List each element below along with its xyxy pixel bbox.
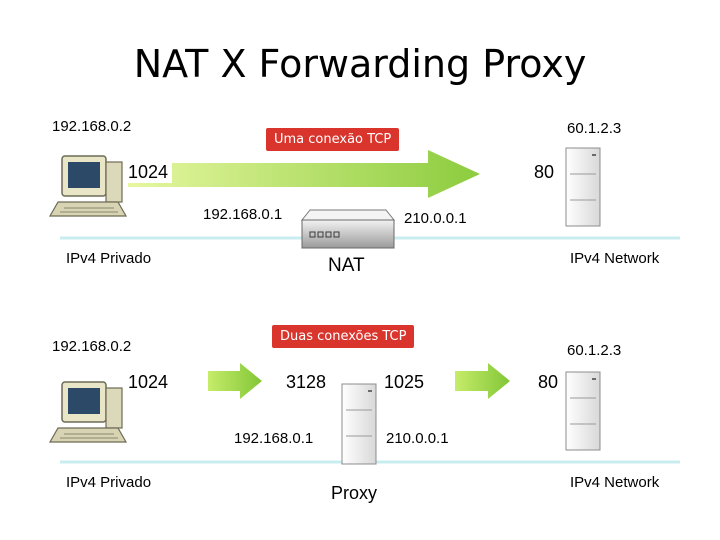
proxy-device-label: Proxy (331, 483, 378, 503)
proxy-callout: Duas conexões TCP (272, 325, 415, 348)
nat-device-label: NAT (328, 255, 365, 276)
proxy-device-icon (341, 383, 377, 465)
nat-device-icon (300, 209, 396, 249)
proxy-server-icon (565, 371, 601, 451)
proxy-outer-port: 1025 (380, 372, 429, 393)
nat-client-computer-icon (48, 155, 128, 217)
proxy-server-ip: 60.1.2.3 (567, 342, 622, 359)
nat-left-network: IPv4 Privado (66, 250, 152, 267)
proxy-server-port: 80 (534, 372, 563, 393)
nat-server-ip: 60.1.2.3 (567, 120, 622, 137)
proxy-to-server-arrow (455, 363, 510, 399)
nat-outer-ip: 210.0.0.1 (404, 210, 467, 227)
page-title: NAT X Forwarding Proxy (133, 42, 587, 86)
nat-client-port: 1024 (124, 162, 173, 183)
proxy-inner-port: 3128 (282, 372, 331, 393)
nat-right-network: IPv4 Network (570, 250, 660, 267)
proxy-outer-ip: 210.0.0.1 (386, 430, 449, 447)
proxy-client-ip: 192.168.0.2 (52, 338, 132, 355)
proxy-client-port: 1024 (124, 372, 173, 393)
proxy-inner-ip: 192.168.0.1 (234, 430, 314, 447)
nat-callout: Uma conexão TCP (266, 128, 400, 151)
nat-client-ip: 192.168.0.2 (52, 118, 132, 135)
nat-server-icon (565, 147, 601, 227)
proxy-left-network: IPv4 Privado (66, 474, 152, 491)
client-to-proxy-arrow (208, 363, 262, 399)
tcp-connection-arrow (128, 150, 480, 198)
nat-inner-ip: 192.168.0.1 (203, 206, 283, 223)
nat-server-port: 80 (530, 162, 559, 183)
proxy-client-computer-icon (48, 381, 128, 443)
proxy-right-network: IPv4 Network (570, 474, 660, 491)
